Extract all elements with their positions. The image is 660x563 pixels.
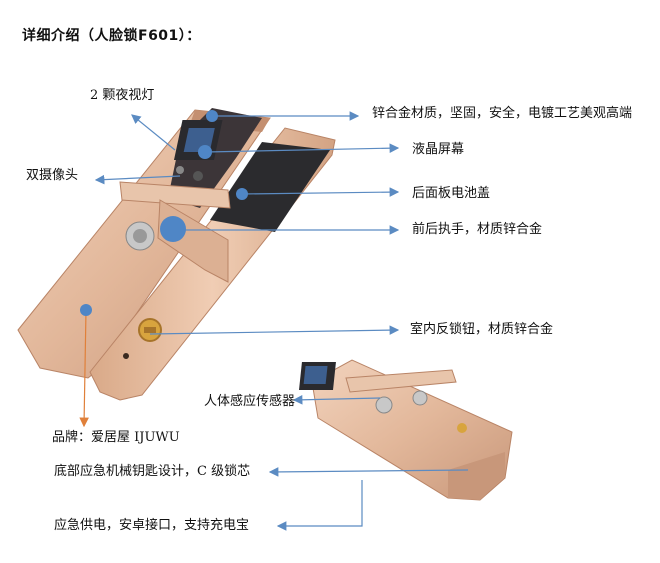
arrow-icon [131, 114, 176, 151]
arrow-icon [149, 325, 400, 335]
label-night-light: 2 颗夜视灯 [90, 88, 155, 103]
label-brand: 品牌：爱居屋 IJUWU [52, 430, 180, 445]
arrow-icon [79, 309, 89, 428]
arrow-icon [241, 187, 400, 197]
label-lcd: 液晶屏幕 [412, 142, 465, 157]
callout-dot-icon [80, 304, 92, 316]
arrow-icon [292, 395, 381, 405]
callout-dot-icon [206, 110, 218, 122]
arrow-icon [276, 480, 363, 531]
arrow-icon [205, 143, 400, 153]
label-dual-camera: 双摄像头 [26, 168, 79, 183]
callout-dot-icon [160, 216, 186, 242]
arrow-icon [94, 174, 181, 185]
small-lock [299, 359, 513, 501]
callout-dot-icon [236, 188, 248, 200]
callout-dot-icon [198, 145, 212, 159]
label-mech-key: 底部应急机械钥匙设计，C 级锁芯 [54, 464, 251, 479]
label-zinc-alloy: 锌合金材质，坚固，安全，电镀工艺美观高端 [372, 106, 633, 121]
label-body-sensor: 人体感应传感器 [204, 394, 296, 409]
arrow-icon [268, 467, 469, 477]
label-battery-cover: 后面板电池盖 [412, 186, 491, 201]
label-anti-lock: 室内反锁钮，材质锌合金 [410, 322, 554, 337]
page-title: 详细介绍（人脸锁F601）： [22, 28, 201, 44]
label-handle: 前后执手，材质锌合金 [412, 222, 543, 237]
label-emergency-power: 应急供电，安卓接口，支持充电宝 [54, 518, 250, 533]
